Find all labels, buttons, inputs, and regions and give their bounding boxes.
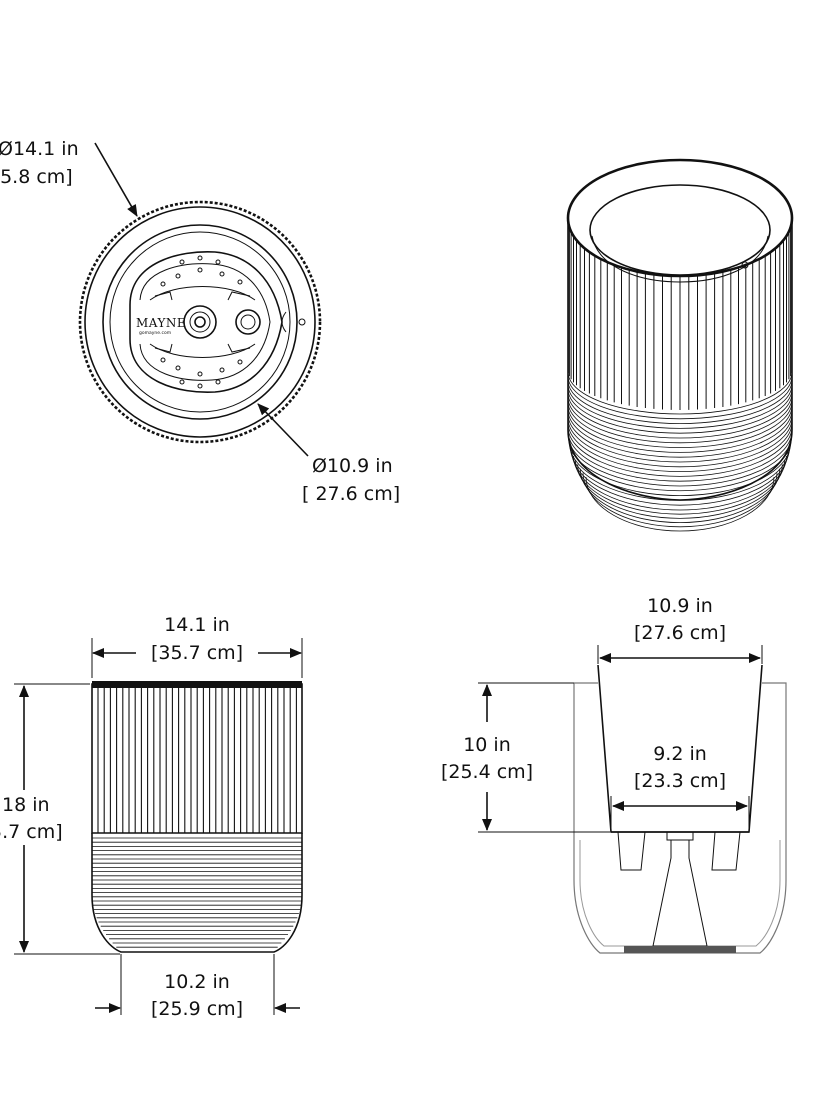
iso-top-rim-inner <box>589 184 771 276</box>
top-view-liner-ring <box>109 231 291 413</box>
top-view-center-drain-inner <box>194 316 206 328</box>
isometric-view <box>566 158 794 532</box>
side-base-width-cm-label: [25.9 cm] <box>151 998 243 1020</box>
iso-ring <box>569 443 791 496</box>
iso-vertical-ribs <box>567 222 793 410</box>
iso-fill-port <box>741 261 749 269</box>
inner-diameter-in-label: Ø10.9 in <box>312 455 393 477</box>
section-bottom-width-cm-label: [23.3 cm] <box>634 770 726 792</box>
iso-ring <box>567 430 793 482</box>
section-center-column <box>652 839 708 947</box>
top-view-plate-inner <box>139 263 271 381</box>
side-base-width-in-label: 10.2 in <box>164 971 230 993</box>
top-view-drain-holes <box>160 255 243 389</box>
iso-ring <box>567 380 793 424</box>
section-top-width-in-label: 10.9 in <box>647 595 713 617</box>
iso-ring <box>570 447 790 501</box>
top-view-logo-url: gomayne.com <box>139 331 171 336</box>
iso-ring <box>567 422 793 472</box>
top-view: MAYNE gomayne.com Ø14.1 in 35.8 cm] Ø10.… <box>0 138 400 505</box>
iso-ring <box>567 405 793 453</box>
section-view: 10.9 in [27.6 cm] 10 in [25.4 cm] 9.2 in… <box>441 595 787 954</box>
side-top-width-cm-label: [35.7 cm] <box>151 642 243 664</box>
top-view-lower-channel-2 <box>154 343 251 353</box>
iso-ring <box>567 384 793 429</box>
iso-ring <box>567 418 793 468</box>
iso-ring <box>585 476 775 532</box>
top-view-fill-port <box>298 318 306 326</box>
side-view: 14.1 in [35.7 cm] 18 in 5.7 cm] 10.2 in … <box>0 614 303 1020</box>
iso-ring <box>577 464 783 519</box>
side-view-horizontal-rings <box>92 837 302 948</box>
side-height-in-label: 18 in <box>2 794 50 816</box>
top-view-plate <box>129 251 283 393</box>
iso-ring <box>567 434 793 487</box>
section-top-width-cm-label: [27.6 cm] <box>634 622 726 644</box>
iso-ring <box>567 409 793 458</box>
iso-ring <box>567 413 793 463</box>
top-view-inner-ring <box>102 224 298 420</box>
side-top-width-in-label: 14.1 in <box>164 614 230 636</box>
iso-ring <box>579 468 781 523</box>
top-view-center-drain-mid <box>189 311 211 333</box>
iso-ring <box>568 439 792 492</box>
section-depth-in-label: 10 in <box>463 734 511 756</box>
iso-ring <box>567 401 793 448</box>
side-height-cm-label: 5.7 cm] <box>0 821 63 843</box>
section-depth-cm-label: [25.4 cm] <box>441 761 533 783</box>
section-center-valve <box>666 831 694 841</box>
iso-ring <box>571 451 789 506</box>
iso-ring <box>567 397 793 444</box>
iso-ring <box>573 455 787 511</box>
outer-diameter-cm-label: 35.8 cm] <box>0 166 73 188</box>
section-outer-inner-wall <box>579 840 781 947</box>
inner-diameter-cm-label: [ 27.6 cm] <box>302 483 400 505</box>
iso-horizontal-rings <box>567 371 793 532</box>
top-view-side-port-outer <box>235 309 261 335</box>
section-liner-foot-right <box>711 831 741 871</box>
iso-ring <box>567 392 793 439</box>
iso-ring <box>567 426 793 477</box>
section-base-plate <box>624 946 736 953</box>
iso-ring <box>567 371 793 415</box>
section-outer-wall <box>573 682 787 954</box>
outer-diameter-in-label: Ø14.1 in <box>0 138 79 160</box>
top-view-logo: MAYNE <box>136 316 186 330</box>
top-view-outer-rim <box>78 200 322 444</box>
iso-ring <box>567 388 793 434</box>
top-view-outer-ring <box>84 206 316 438</box>
side-view-rim-band <box>92 681 302 688</box>
side-view-vertical-ribs <box>97 688 297 833</box>
iso-ring <box>582 472 778 528</box>
section-liner-foot-left <box>617 831 646 871</box>
top-view-center-drain-outer <box>183 305 217 339</box>
iso-ring <box>567 376 793 420</box>
inner-diameter-leader <box>257 403 309 457</box>
top-view-upper-channel-2 <box>154 291 251 301</box>
top-view-side-port-inner <box>240 314 256 330</box>
outer-diameter-leader <box>94 142 138 217</box>
section-bottom-width-in-label: 9.2 in <box>653 743 707 765</box>
iso-top-rim-outer <box>566 158 794 278</box>
side-view-lower-body <box>91 833 303 953</box>
